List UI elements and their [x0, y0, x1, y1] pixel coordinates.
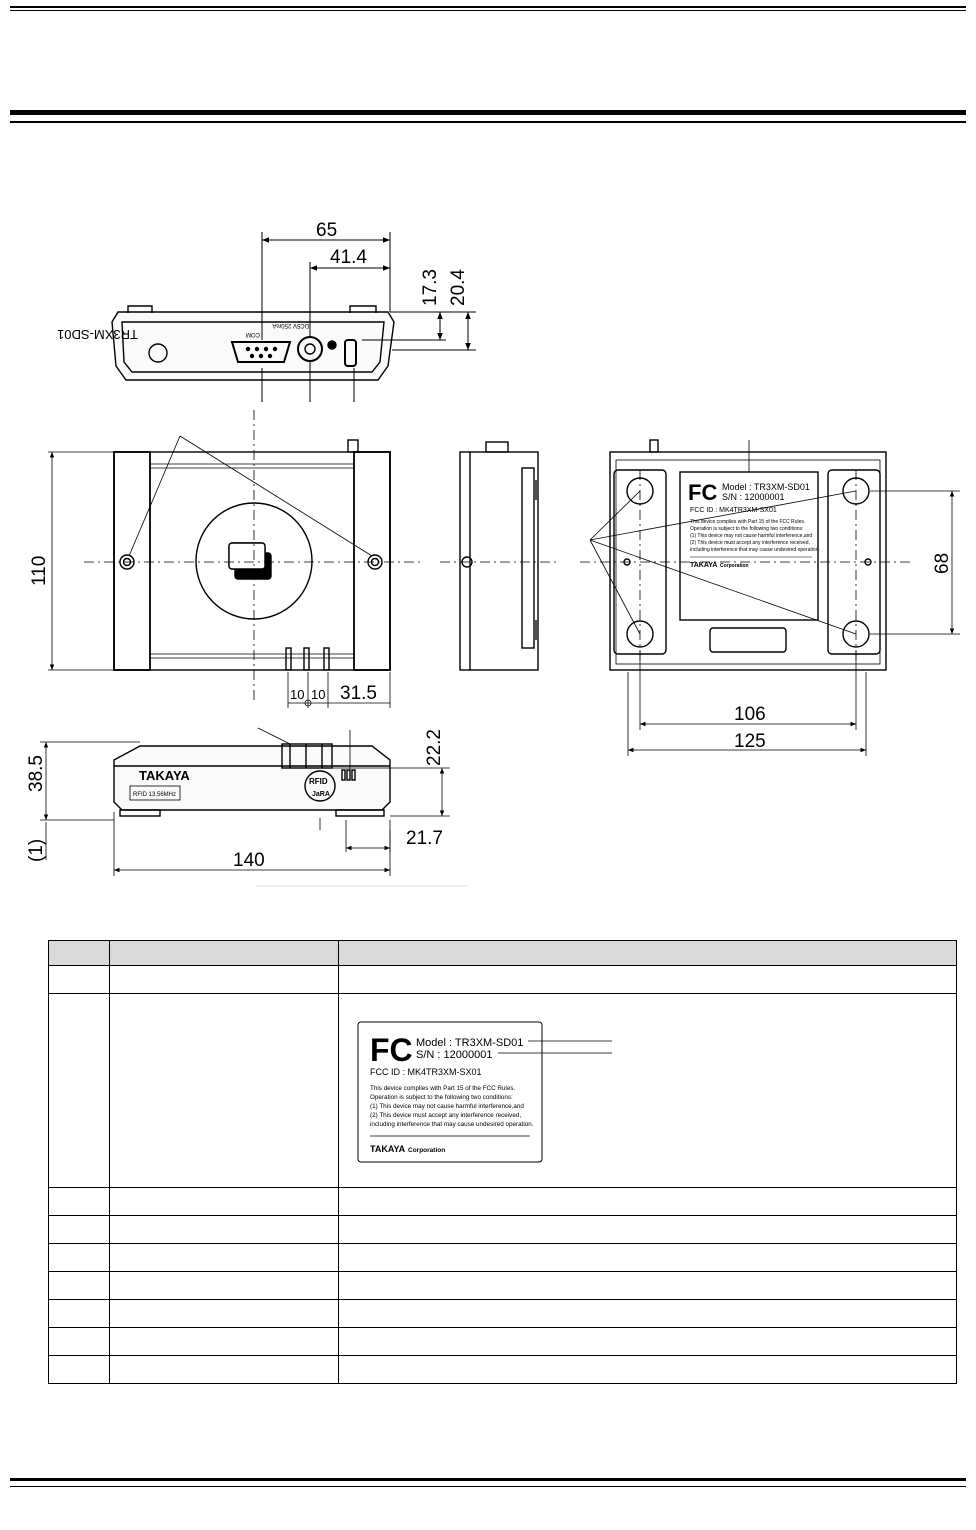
- dim-21-7: 21.7: [406, 828, 443, 849]
- rfid-badge-top: RFID: [309, 777, 328, 786]
- svg-text:TAKAYA: TAKAYA: [690, 562, 717, 569]
- dim-106: 106: [734, 704, 766, 725]
- front-view: [111, 305, 395, 381]
- dim-125: 125: [734, 731, 766, 752]
- dim-17-3: 17.3: [420, 269, 441, 306]
- fc-logo-small: FC: [688, 480, 717, 505]
- dim-65: 65: [316, 220, 337, 241]
- svg-text:Model : TR3XM-SD01: Model : TR3XM-SD01: [722, 482, 810, 492]
- table-row: [48, 1215, 957, 1244]
- rfid-badge-bottom: JaRA: [312, 791, 330, 798]
- dim-20-4: 20.4: [448, 269, 469, 306]
- front-model-text: TR3XM-SD01: [57, 327, 138, 342]
- svg-text:including interference that ma: including interference that may cause un…: [690, 547, 820, 553]
- top-view: [113, 439, 391, 671]
- dim-1: (1): [26, 839, 47, 862]
- long-side-view: [113, 743, 391, 817]
- table-row: [48, 1327, 957, 1356]
- spec-table: [48, 940, 957, 1384]
- bottom-view: [609, 439, 887, 671]
- table-row: [48, 1299, 957, 1328]
- table-row: [48, 993, 957, 1188]
- svg-text:FCC ID : MK4TR3XM-SX01: FCC ID : MK4TR3XM-SX01: [690, 507, 777, 514]
- svg-text:Corporation: Corporation: [720, 563, 749, 569]
- dim-110: 110: [29, 556, 50, 586]
- table-row: [48, 1243, 957, 1272]
- dim-22-2: 22.2: [424, 729, 445, 766]
- table-header-no: [48, 940, 110, 966]
- table-row: [48, 1187, 957, 1216]
- com-label: COM: [246, 331, 260, 337]
- dim-68: 68: [932, 553, 953, 574]
- svg-text:(2) This device must accept an: (2) This device must accept any interfer…: [690, 540, 810, 546]
- table-row: [48, 1271, 957, 1300]
- dim-41-4: 41.4: [330, 247, 367, 268]
- side-brand: TAKAYA: [139, 768, 190, 783]
- dim-31-5: 31.5: [340, 683, 377, 704]
- dim-10-a: 10: [290, 687, 304, 702]
- dim-140: 140: [233, 850, 265, 871]
- dc-label: DC5V 250mA: [272, 322, 309, 328]
- svg-text:This device complies with Part: This device complies with Part 15 of the…: [690, 519, 805, 525]
- dim-38-5: 38.5: [26, 755, 47, 792]
- table-header-name: [109, 940, 339, 966]
- svg-text:S/N : 12000001: S/N : 12000001: [722, 492, 785, 502]
- table-header-row: [48, 940, 957, 966]
- svg-text:(1) This device may not cause: (1) This device may not cause harmful in…: [690, 533, 812, 539]
- side-freq: RFID 13.56MHz: [133, 792, 176, 798]
- table-row: [48, 1355, 957, 1384]
- top-rule: [10, 6, 966, 11]
- table-header-desc: [338, 940, 957, 966]
- dim-10-b: 10: [311, 687, 325, 702]
- bottom-view-fcc-label: FC Model : TR3XM-SD01 S/N : 12000001 FCC…: [688, 480, 820, 569]
- svg-text:Operation is subject to the fo: Operation is subject to the following tw…: [690, 526, 803, 532]
- header-rule: [10, 110, 966, 123]
- side-view: [459, 441, 539, 671]
- table-row: [48, 965, 957, 994]
- footer-rule: [10, 1478, 966, 1487]
